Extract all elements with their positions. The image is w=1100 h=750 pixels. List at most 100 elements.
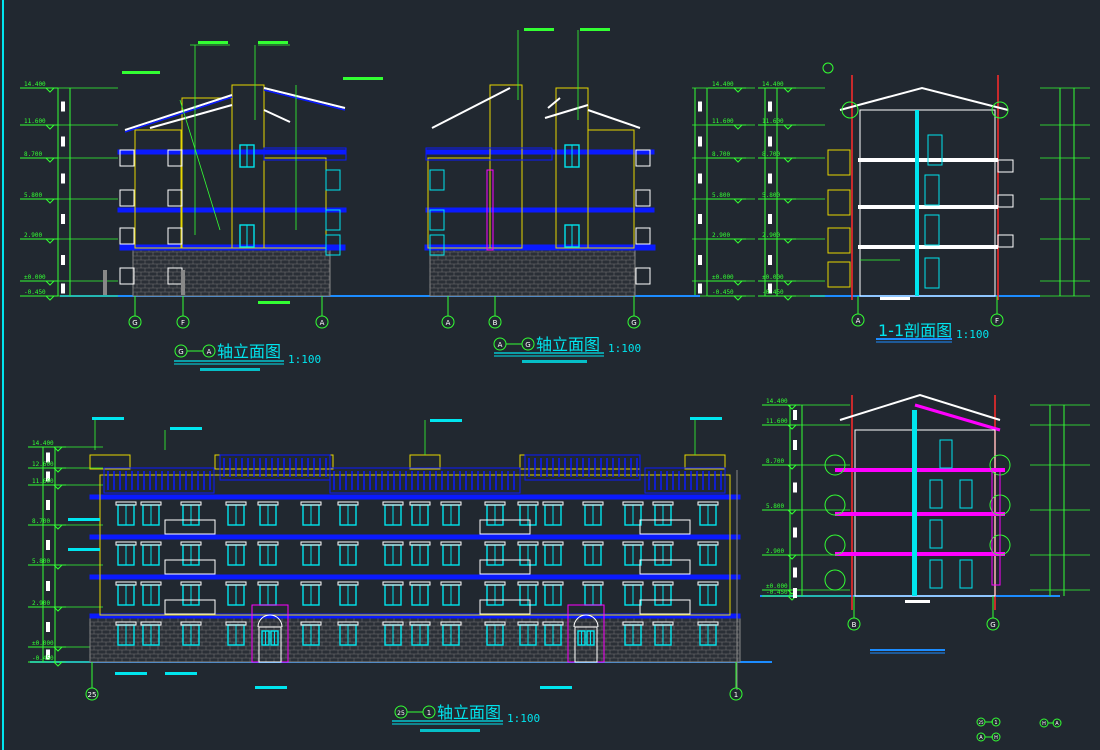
roof-parapet	[519, 454, 641, 470]
window-sill	[517, 541, 539, 546]
window-sill	[257, 501, 279, 506]
level-label: ±0.000	[32, 640, 54, 647]
window-sill	[582, 581, 604, 586]
axis-bubble	[128, 315, 142, 329]
balcony-rail	[119, 189, 135, 207]
axis-bubble	[627, 315, 641, 329]
annotation-text	[258, 41, 288, 44]
level-label: 14.400	[712, 81, 734, 88]
axis-label: B	[493, 319, 498, 327]
window-sill	[225, 501, 247, 506]
entrance-door	[258, 626, 282, 663]
axis-label: 1	[734, 691, 738, 699]
window-sill	[257, 541, 279, 546]
level-marker-icon	[45, 238, 55, 244]
drawing-scale: 1:100	[608, 342, 641, 355]
axis-from-label: G	[178, 348, 183, 356]
dimension-value	[768, 136, 772, 147]
detail-bubble	[822, 62, 834, 74]
dimension-value	[46, 622, 50, 632]
floor-slab-cut	[858, 205, 998, 209]
drawing-title: 轴立面图	[217, 342, 281, 361]
window-sill	[140, 581, 162, 586]
roof-profile	[839, 86, 1009, 111]
window-sill	[582, 501, 604, 506]
window-sill	[300, 501, 322, 506]
window-sill	[652, 501, 674, 506]
window-sill	[440, 581, 462, 586]
window-sill	[115, 621, 137, 626]
window	[959, 479, 973, 509]
window-sill	[542, 501, 564, 506]
level-label: ±0.000	[762, 274, 784, 281]
axis-bubble	[202, 344, 216, 358]
svg-text:25: 25	[978, 720, 984, 725]
level-marker-icon	[733, 157, 743, 163]
leader-line	[179, 99, 221, 231]
note-text	[522, 360, 587, 363]
dimension-value	[793, 482, 797, 493]
window-sill	[409, 621, 431, 626]
dimension-value	[698, 101, 702, 112]
roof-parapet	[409, 454, 441, 470]
window-sill	[484, 501, 506, 506]
level-label: 2.900	[766, 548, 784, 555]
level-label: 8.700	[762, 151, 780, 158]
window-sill	[180, 581, 202, 586]
level-label: 11.600	[712, 118, 734, 125]
level-label: 8.700	[32, 518, 50, 525]
dimension-value	[46, 581, 50, 591]
axis-bubble	[85, 687, 99, 701]
level-marker-icon	[45, 198, 55, 204]
window-sill	[115, 501, 137, 506]
level-label: ±0.000	[766, 583, 788, 590]
title-elev-a-g: A G 轴立面图 1:100	[493, 335, 641, 363]
window-sill	[484, 541, 506, 546]
level-marker-icon	[45, 157, 55, 163]
dimension-value	[61, 101, 65, 112]
window-sill	[140, 501, 162, 506]
window-sill	[542, 621, 564, 626]
balcony	[639, 599, 691, 615]
svg-text:1: 1	[994, 720, 997, 726]
balcony	[164, 559, 216, 575]
window-sill	[697, 621, 719, 626]
axis-bubble	[847, 617, 861, 631]
window-sill	[440, 541, 462, 546]
level-marker-icon	[783, 157, 793, 163]
balcony	[164, 599, 216, 615]
level-label: -0.450	[766, 589, 788, 596]
dimension-value	[698, 283, 702, 294]
level-label: 11.600	[32, 478, 54, 485]
floor-slab	[89, 494, 741, 500]
level-label: 11.600	[766, 418, 788, 425]
level-marker-icon	[783, 124, 793, 130]
annotation-text	[255, 686, 287, 689]
window-sill	[652, 581, 674, 586]
window	[325, 169, 341, 191]
balcony	[164, 519, 216, 535]
annotation-text	[198, 41, 228, 44]
balcony-rail	[119, 149, 135, 167]
axis-bubble	[441, 315, 455, 329]
detail-bubble	[824, 454, 846, 476]
window-sill	[382, 501, 404, 506]
dimension-value	[61, 255, 65, 265]
stair-cut	[991, 469, 1001, 586]
balcony-rail	[997, 234, 1014, 248]
dimension-value	[61, 173, 65, 184]
roof-eave	[124, 87, 346, 131]
detail-bubble	[824, 534, 846, 556]
roof-tile-block	[644, 467, 726, 494]
level-marker-icon	[45, 280, 55, 286]
window-sill	[140, 621, 162, 626]
level-label: 14.400	[762, 81, 784, 88]
detail-bubble	[991, 101, 1009, 119]
dimension-value	[46, 471, 50, 482]
level-label: 2.900	[32, 600, 50, 607]
window-sill	[300, 621, 322, 626]
window-sill	[697, 581, 719, 586]
dimension-value	[61, 214, 65, 224]
